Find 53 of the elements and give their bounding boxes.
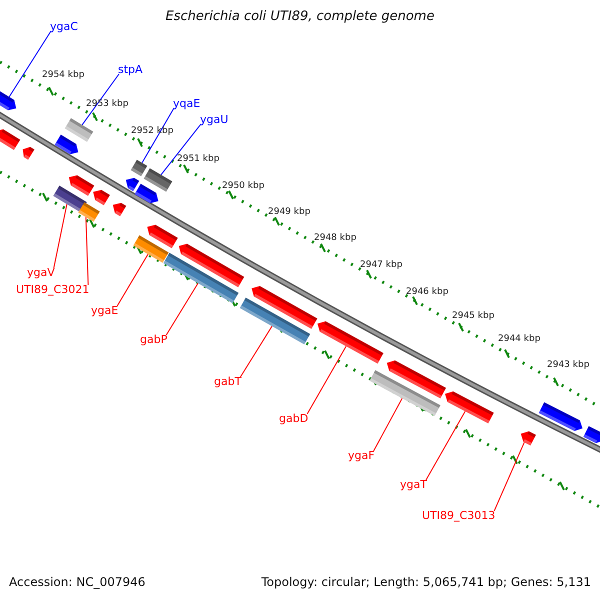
gene-label: gabD [279,412,308,425]
leader-line [240,326,272,378]
gene-pointed-bar [518,428,536,446]
gene-bar [53,186,87,212]
leader-line [8,30,52,98]
scale-label: 2948 kbp [314,233,356,244]
scale-label: 2944 kbp [498,334,540,345]
gene-bar [240,298,310,344]
gene-bar [163,252,239,304]
leader-line [166,282,198,336]
gene-pointed-bar [0,126,20,150]
leader-line [142,108,174,164]
gene-bar [130,160,148,176]
scale-label: 2951 kbp [177,154,220,165]
scale-label: 2945 kbp [452,311,494,322]
leader-line [373,398,403,452]
scale-label: 2943 kbp [547,360,590,371]
gene-bar [64,118,94,142]
footer-text: Accession: NC_007946 [9,575,146,589]
gene-pointed-bar [583,426,600,446]
gene-label: ygaU [200,113,228,126]
title: Escherichia coli UTI89, complete genome [164,9,436,24]
scale-label: 2949 kbp [268,207,310,218]
leader-line [494,442,525,512]
scale-label: 2947 kbp [360,260,402,271]
gene-label: gabP [140,333,168,346]
leader-line [160,124,202,176]
gene-label: yqaE [173,97,200,110]
footer-text: Topology: circular; Length: 5,065,741 bp; Genes: 5,131 [261,575,591,589]
gene-bar [370,370,440,416]
gene-label: UTI89_C3013 [422,509,496,522]
gene-pointed-bar [538,402,586,434]
gene-bar [133,235,169,263]
gene-label: ygaV [27,266,55,279]
leader-line [306,346,347,414]
gene-label: ygaC [50,20,78,33]
scale-label: 2954 kbp [42,70,84,81]
leader-line [53,204,68,268]
gene-label: gabT [214,375,242,388]
gene-label: ygaT [400,478,427,491]
leader-line [116,254,148,306]
gene-bar [78,202,100,222]
gene-label: ygaF [348,449,375,462]
gene-label: stpA [118,63,143,76]
leader-line [426,410,466,480]
gene-pointed-bar [442,388,494,424]
scale-label: 2946 kbp [406,287,448,298]
gene-bar [144,168,172,192]
leader-line [85,216,89,286]
gene-label: ygaE [91,304,118,317]
scale-label: 2950 kbp [222,181,264,192]
leader-line [82,74,120,126]
gene-label: UTI89_C3021 [16,283,90,296]
